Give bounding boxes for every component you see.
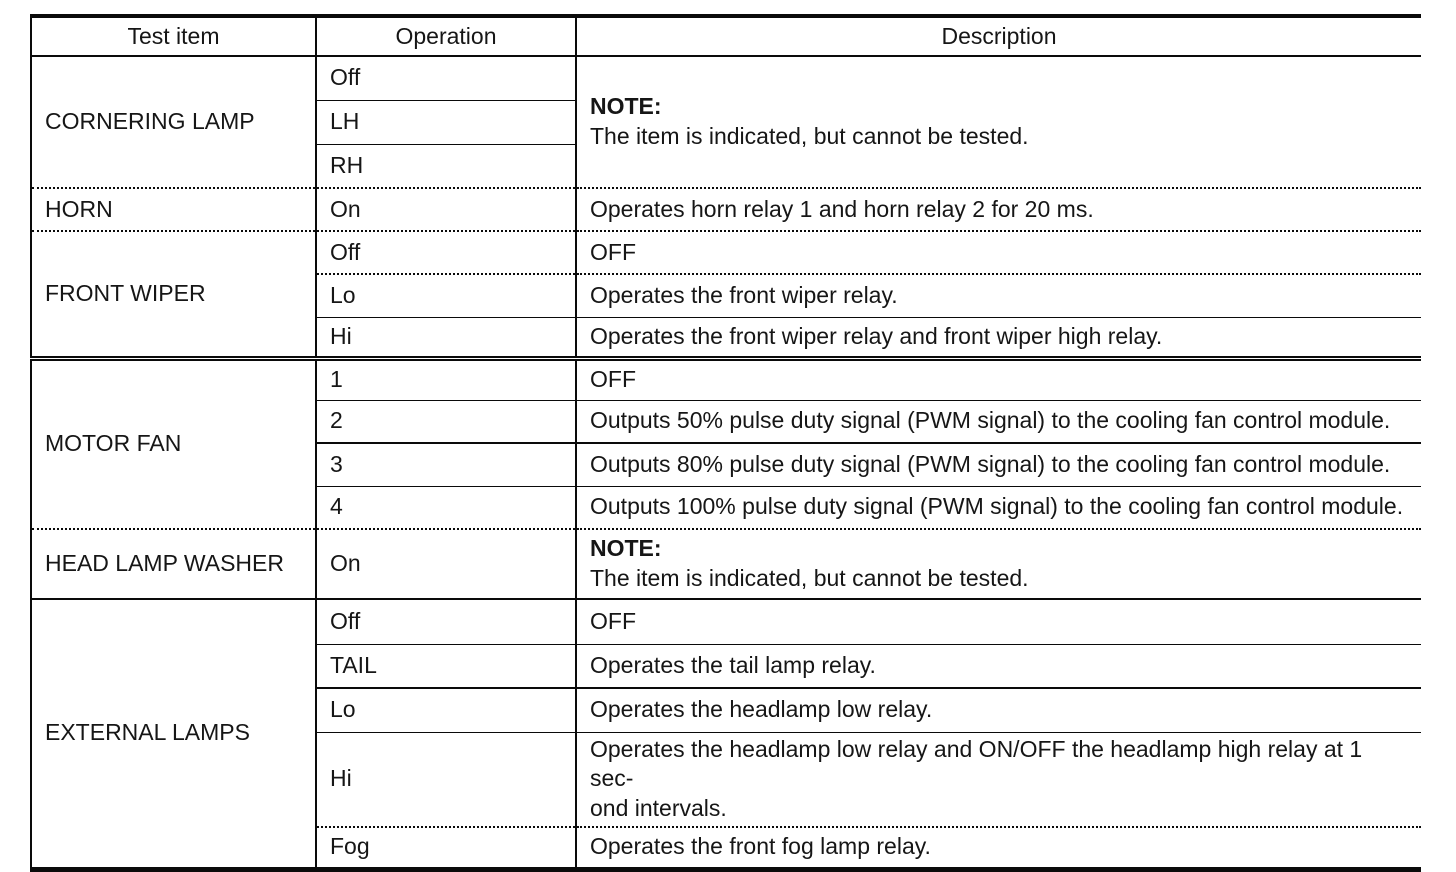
row-cornering-rh: RH: [31, 143, 1421, 188]
row-external-lamps-tail: TAIL Operates the tail lamp relay.: [31, 643, 1421, 688]
description-cell: OFF: [576, 230, 1421, 274]
operation-cell: Off: [316, 230, 577, 274]
row-motor-fan-3: 3 Outputs 80% pulse duty signal (PWM sig…: [31, 442, 1421, 486]
row-cornering-off: CORNERING LAMP Off NOTE: The item is indi…: [31, 56, 1421, 188]
test-item-cell: FRONT WIPER: [31, 230, 317, 358]
note-text: The item is indicated, but cannot be tes…: [590, 123, 1029, 149]
description-cell: NOTE: The item is indicated, but cannot b…: [576, 528, 1421, 599]
note-label: NOTE:: [590, 93, 662, 120]
operation-cell: Off: [316, 598, 577, 644]
row-front-wiper-lo: Lo Operates the front wiper relay.: [31, 273, 1421, 317]
operation-cell: LH: [316, 99, 577, 144]
description-cell: Operates the tail lamp relay.: [576, 643, 1421, 688]
active-test-table: Test item Operation Description CORNERIN…: [30, 14, 1421, 872]
operation-cell: Lo: [316, 687, 577, 732]
operation-cell: 1: [316, 355, 577, 400]
operation-cell: Fog: [316, 826, 577, 870]
operation-cell: 2: [316, 399, 577, 443]
header-row: Test item Operation Description: [31, 16, 1421, 57]
row-motor-fan-1: MOTOR FAN 1 OFF: [31, 355, 1421, 529]
row-external-lamps-fog: Fog Operates the front fog lamp relay.: [31, 826, 1421, 870]
description-cell: Operates the front wiper relay.: [576, 273, 1421, 317]
col-header-description: Description: [576, 16, 1421, 57]
row-horn-on: HORN On Operates horn relay 1 and horn r…: [31, 187, 1421, 231]
description-cell: Operates the headlamp low relay.: [576, 687, 1421, 732]
test-item-cell: HORN: [31, 187, 317, 231]
note-text: The item is indicated, but cannot be tes…: [590, 565, 1029, 591]
row-external-lamps-hi: Hi Operates the headlamp low relay and O…: [31, 731, 1421, 828]
description-cell: Outputs 100% pulse duty signal (PWM sign…: [576, 485, 1421, 529]
col-header-test-item: Test item: [31, 16, 317, 57]
description-cell: Operates horn relay 1 and horn relay 2 f…: [576, 187, 1421, 231]
description-cell: Outputs 80% pulse duty signal (PWM signa…: [576, 442, 1421, 486]
operation-cell: TAIL: [316, 643, 577, 688]
operation-cell: 4: [316, 485, 577, 529]
note-label: NOTE:: [590, 535, 662, 562]
operation-cell: Hi: [316, 731, 577, 828]
row-front-wiper-off: FRONT WIPER Off OFF: [31, 230, 1421, 358]
operation-cell: On: [316, 528, 577, 599]
operation-cell: Lo: [316, 273, 577, 317]
col-header-operation: Operation: [316, 16, 577, 57]
row-external-lamps-off: EXTERNAL LAMPS Off OFF: [31, 597, 1421, 870]
description-cell: NOTE: The item is indicated, but cannot b…: [576, 56, 1421, 188]
row-external-lamps-lo: Lo Operates the headlamp low relay.: [31, 687, 1421, 732]
operation-cell: Hi: [316, 316, 577, 358]
description-cell: Operates the headlamp low relay and ON/O…: [576, 731, 1421, 828]
row-head-lamp-washer-on: HEAD LAMP WASHER On NOTE: The item is ind…: [31, 528, 1421, 599]
test-item-cell: EXTERNAL LAMPS: [31, 597, 317, 870]
test-item-cell: CORNERING LAMP: [31, 56, 317, 188]
test-item-cell: MOTOR FAN: [31, 355, 317, 529]
description-cell: Operates the front fog lamp relay.: [576, 826, 1421, 870]
description-cell: OFF: [576, 355, 1421, 400]
operation-cell: Off: [316, 56, 577, 100]
test-item-cell: HEAD LAMP WASHER: [31, 528, 317, 599]
row-motor-fan-4: 4 Outputs 100% pulse duty signal (PWM si…: [31, 485, 1421, 529]
row-cornering-lh: LH: [31, 99, 1421, 144]
operation-cell: On: [316, 187, 577, 231]
description-cell: OFF: [576, 598, 1421, 644]
description-cell: Operates the front wiper relay and front…: [576, 316, 1421, 358]
document-sheet: Test item Operation Description CORNERIN…: [30, 14, 1421, 872]
description-cell: Outputs 50% pulse duty signal (PWM signa…: [576, 399, 1421, 443]
operation-cell: RH: [316, 143, 577, 188]
operation-cell: 3: [316, 442, 577, 486]
row-front-wiper-hi: Hi Operates the front wiper relay and fr…: [31, 316, 1421, 358]
row-motor-fan-2: 2 Outputs 50% pulse duty signal (PWM sig…: [31, 399, 1421, 443]
